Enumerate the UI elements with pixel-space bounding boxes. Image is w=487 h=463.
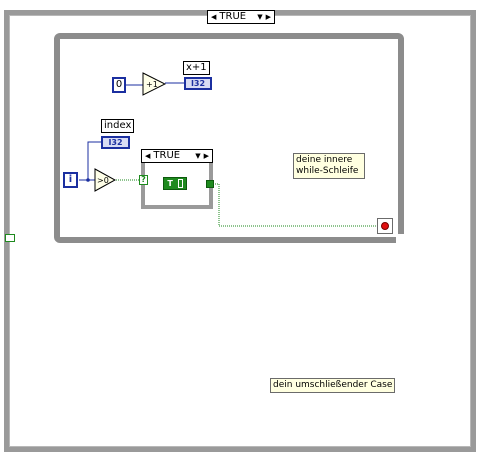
greater-than-zero-icon[interactable]: >0 bbox=[94, 168, 116, 192]
true-constant-label: T bbox=[167, 179, 173, 188]
case-selector-terminal[interactable]: ? bbox=[139, 175, 148, 185]
stop-icon bbox=[381, 222, 389, 230]
index-indicator[interactable]: I32 bbox=[101, 136, 130, 149]
index-label: index bbox=[101, 119, 135, 133]
numeric-constant[interactable]: 0 bbox=[112, 77, 126, 93]
while-loop-comment-line2: while-Schleife bbox=[296, 166, 359, 176]
while-loop-comment: deine innere while-Schleife bbox=[293, 153, 365, 179]
outer-case-comment: dein umschließender Case bbox=[270, 378, 396, 393]
x-plus-one-indicator[interactable]: I32 bbox=[184, 77, 212, 90]
selector-left-icon[interactable]: ◀ bbox=[211, 13, 217, 21]
while-loop-corner bbox=[396, 234, 404, 243]
outer-case-selector[interactable]: ◀ TRUE ▼ ▶ bbox=[207, 10, 275, 24]
inner-selector-down-icon[interactable]: ▼ bbox=[195, 152, 201, 160]
compare-function-label: >0 bbox=[97, 176, 109, 185]
increment-function-icon[interactable]: +1 bbox=[142, 72, 166, 96]
toggle-icon bbox=[177, 179, 183, 188]
while-loop-comment-line1: deine innere bbox=[296, 155, 353, 165]
inner-case-selector-value: TRUE bbox=[153, 150, 181, 161]
selector-down-icon[interactable]: ▼ bbox=[257, 13, 263, 21]
x-plus-one-label: x+1 bbox=[183, 61, 210, 75]
inner-case-output-tunnel[interactable] bbox=[206, 180, 214, 188]
inner-selector-left-icon[interactable]: ◀ bbox=[145, 152, 151, 160]
inner-selector-right-icon[interactable]: ▶ bbox=[203, 152, 209, 160]
true-constant[interactable]: T bbox=[163, 177, 187, 190]
outer-case-selector-value: TRUE bbox=[219, 11, 247, 22]
outer-case-tunnel[interactable] bbox=[5, 234, 15, 242]
selector-right-icon[interactable]: ▶ bbox=[265, 13, 271, 21]
increment-function-label: +1 bbox=[146, 80, 158, 89]
iteration-terminal[interactable]: i bbox=[63, 172, 78, 188]
inner-case-selector[interactable]: ◀ TRUE ▼ ▶ bbox=[141, 149, 213, 163]
